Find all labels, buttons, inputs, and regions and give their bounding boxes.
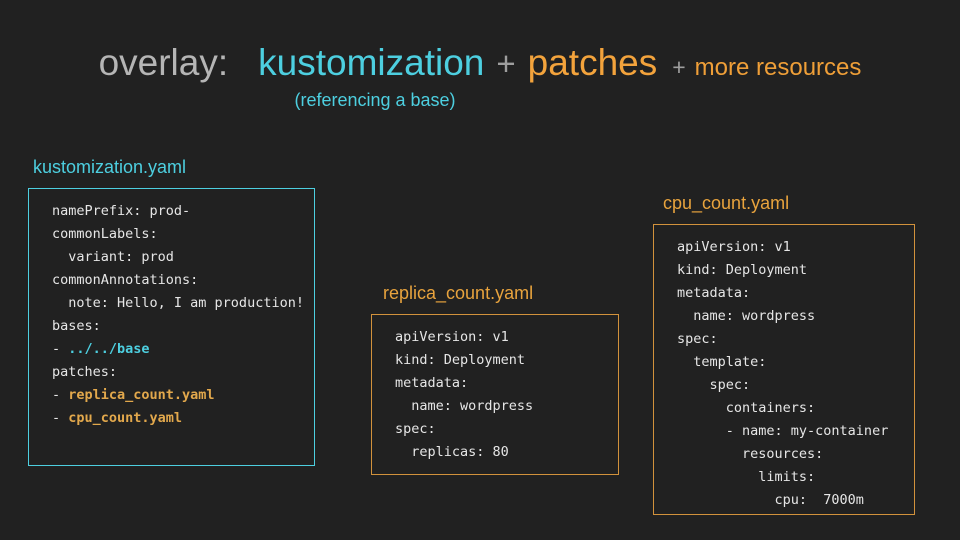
title-more-resources: more resources [694,54,862,81]
code-line: name: wordpress [677,305,914,328]
code-segment: limits: [677,469,816,485]
code-line: template: [677,351,914,374]
code-line: commonAnnotations: [52,269,314,292]
code-line: note: Hello, I am production! [52,292,314,315]
code-segment: note: Hello, I am production! [52,295,304,311]
code-segment: spec: [677,377,751,393]
code-segment: - [52,410,69,426]
code-segment: name: wordpress [677,308,816,324]
code-segment: bases: [52,318,101,334]
code-segment: metadata: [677,285,751,301]
code-line: kind: Deployment [395,349,618,372]
code-line: limits: [677,466,914,489]
code-box-kustomization: namePrefix: prod-commonLabels: variant: … [28,188,315,466]
panel-kustomization-yaml: kustomization.yaml namePrefix: prod-comm… [28,156,315,466]
panel-label: kustomization.yaml [33,157,187,177]
code-line: apiVersion: v1 [395,326,618,349]
code-line: apiVersion: v1 [677,236,914,259]
slide-title: overlay: kustomization + patches + more resou… [0,42,960,84]
code-segment: replica_count.yaml [68,387,215,403]
title-overlay: overlay: [98,42,229,83]
code-line: spec: [395,418,618,441]
code-line: metadata: [677,282,914,305]
code-segment: cpu_count.yaml [68,410,183,426]
code-segment: commonLabels: [52,226,158,242]
code-line: - cpu_count.yaml [52,407,314,430]
code-segment: kind: Deployment [395,352,526,368]
code-line: replicas: 80 [395,441,618,464]
code-segment: patches: [52,364,118,380]
code-segment: spec: [677,331,718,347]
code-segment: apiVersion: v1 [677,239,791,255]
code-line: containers: [677,397,914,420]
title-plus-2: + [672,54,686,80]
code-line: commonLabels: [52,223,314,246]
code-segment: containers: [677,400,816,416]
panel-label: replica_count.yaml [383,283,534,303]
code-segment: resources: [677,446,824,462]
code-segment: replicas: 80 [395,444,509,460]
code-segment: namePrefix: prod- [52,203,191,219]
code-segment: commonAnnotations: [52,272,199,288]
code-segment: name: wordpress [395,398,534,414]
code-line: patches: [52,361,314,384]
code-segment: - name: my-container [677,423,889,439]
code-line: resources: [677,443,914,466]
code-line: - ../../base [52,338,314,361]
title-kustomization: kustomization [258,42,485,83]
code-line: spec: [677,328,914,351]
panel-cpu-count-yaml: cpu_count.yaml apiVersion: v1 kind: Deplo… [653,192,915,515]
code-segment: - [52,341,69,357]
code-line: bases: [52,315,314,338]
code-line: - name: my-container [677,420,914,443]
code-line: namePrefix: prod- [52,200,314,223]
code-segment: metadata: [395,375,469,391]
code-line: - replica_count.yaml [52,384,314,407]
panel-replica-count-yaml: replica_count.yaml apiVersion: v1 kind: D… [371,282,619,475]
code-line: variant: prod [52,246,314,269]
code-line: spec: [677,374,914,397]
code-segment: ../../base [68,341,150,357]
code-segment: - [52,387,69,403]
panel-label: cpu_count.yaml [663,193,790,213]
code-segment: cpu: 7000m [677,492,864,508]
title-patches: patches [527,42,658,83]
title-plus-1: + [496,45,516,82]
code-line: metadata: [395,372,618,395]
code-line: cpu: 7000m [677,489,914,512]
code-segment: kind: Deployment [677,262,808,278]
code-segment: spec: [395,421,436,437]
code-segment: template: [677,354,767,370]
code-line: kind: Deployment [677,259,914,282]
code-segment: apiVersion: v1 [395,329,509,345]
title-subtitle: (referencing a base) [294,90,456,110]
code-segment: variant: prod [52,249,174,265]
code-line: name: wordpress [395,395,618,418]
